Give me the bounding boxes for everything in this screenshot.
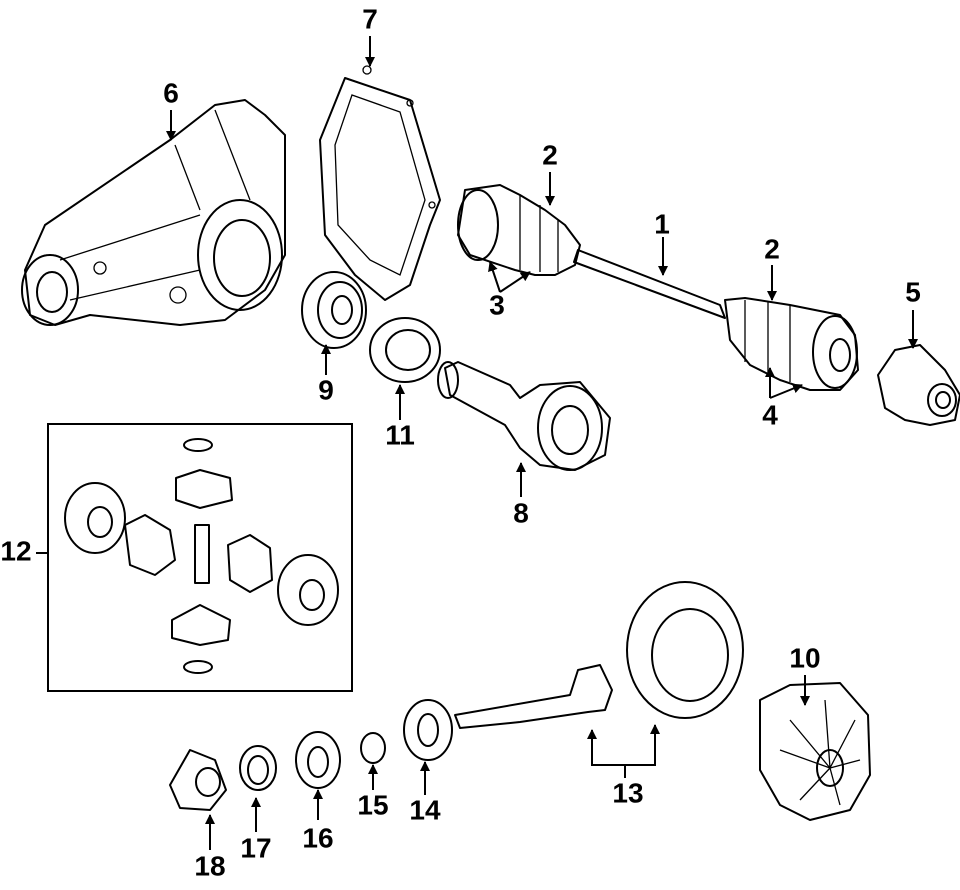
- callout-5: 5: [905, 276, 921, 307]
- part-1-axle-shaft[interactable]: [573, 249, 726, 319]
- callout-7: 7: [362, 3, 378, 34]
- callout-1: 1: [654, 208, 670, 239]
- part-8-output-flange[interactable]: [437, 361, 611, 471]
- leader-lines: [36, 36, 918, 850]
- callout-2: 2: [764, 233, 780, 264]
- part-10-differential-carrier[interactable]: [759, 682, 871, 821]
- callout-11: 11: [385, 419, 415, 450]
- part-6-differential-housing[interactable]: [21, 99, 286, 326]
- callout-8: 8: [513, 497, 529, 528]
- part-12-gear-kit[interactable]: [47, 423, 353, 692]
- callout-labels: 1 2 2 3 4 5 6 7 8 9 10 11 12 13 14 15 16…: [0, 3, 920, 881]
- callout-4: 4: [762, 399, 778, 430]
- callout-18: 18: [194, 850, 225, 881]
- callout-13: 13: [612, 777, 643, 808]
- part-15-spacer[interactable]: [360, 732, 386, 764]
- part-17-seal[interactable]: [239, 745, 277, 791]
- part-5-flange[interactable]: [877, 344, 960, 426]
- callout-16: 16: [302, 822, 333, 853]
- part-16-bearing[interactable]: [295, 731, 341, 789]
- part-2-cv-boot-outer[interactable]: [724, 297, 859, 391]
- part-14-bearing[interactable]: [403, 699, 453, 761]
- callout-15: 15: [357, 789, 388, 820]
- part-13-ring-and-pinion[interactable]: [454, 581, 744, 729]
- part-2-cv-boot-inner[interactable]: [457, 184, 581, 276]
- callout-17: 17: [240, 832, 271, 863]
- callout-2: 2: [542, 139, 558, 170]
- callout-12: 12: [0, 535, 31, 566]
- part-9-bearing[interactable]: [301, 271, 367, 349]
- part-7-cover-gasket[interactable]: [319, 65, 441, 301]
- part-11-seal[interactable]: [369, 317, 441, 383]
- callout-10: 10: [789, 642, 820, 673]
- callout-14: 14: [409, 794, 441, 825]
- callout-9: 9: [318, 374, 334, 405]
- callout-6: 6: [163, 77, 179, 108]
- part-18-pinion-flange[interactable]: [169, 749, 227, 811]
- callout-3: 3: [489, 289, 505, 320]
